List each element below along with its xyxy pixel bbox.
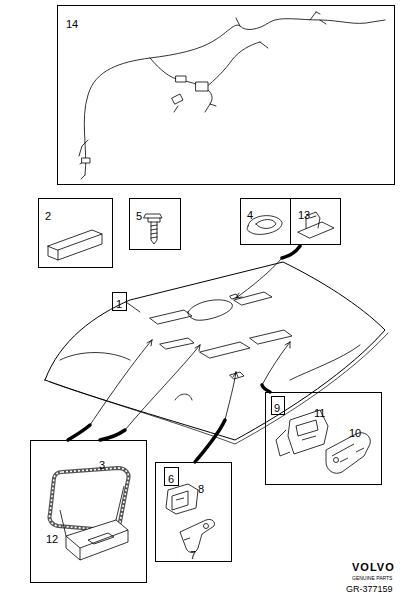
- harness-box: 14: [57, 5, 395, 185]
- callout-number: 4: [247, 209, 253, 221]
- text-holder: 1: [116, 294, 122, 312]
- drawing-number: GR-377159: [346, 584, 393, 594]
- text-holder: 7: [190, 545, 196, 563]
- text-holder: 14: [66, 14, 78, 32]
- text-holder: 2: [45, 206, 51, 224]
- part-box: 4: [240, 198, 291, 245]
- text-holder: 10: [349, 423, 361, 441]
- text-holder: 11: [314, 403, 325, 421]
- logo-text: VOLVO: [352, 561, 395, 573]
- callout-box: 1: [112, 292, 127, 311]
- part-box: 13: [290, 198, 341, 245]
- callout-number: 12: [46, 533, 58, 545]
- callout-number: 3: [99, 459, 105, 471]
- callout-number: 9: [274, 402, 280, 414]
- part-box: 3 12: [30, 440, 147, 583]
- callout-number: 14: [66, 18, 78, 30]
- callout-number: 11: [314, 407, 325, 419]
- callout-number: 10: [349, 427, 361, 439]
- callout-box: 9: [271, 396, 285, 415]
- text-holder: 5: [136, 206, 142, 224]
- text-holder: 9: [274, 398, 280, 416]
- text-holder: 4: [247, 205, 253, 223]
- callout-number: 5: [136, 210, 142, 222]
- callout-box: 6: [164, 467, 179, 486]
- logo-subtext: GENUINE PARTS: [352, 575, 392, 581]
- text-holder: 13: [298, 205, 310, 223]
- callout-number: 7: [190, 549, 196, 561]
- text-holder: 8: [198, 479, 204, 497]
- group-box: 8 7 6: [155, 462, 232, 562]
- callout-number: 2: [45, 210, 51, 222]
- callout-number: 13: [298, 209, 310, 221]
- part-box: 5: [129, 198, 181, 250]
- group-box: 11 10 9: [265, 392, 382, 485]
- text-holder: 6: [168, 469, 174, 487]
- callout-number: 1: [116, 298, 122, 310]
- text-holder: 3: [99, 455, 105, 473]
- text-holder: 12: [46, 529, 58, 547]
- callout-number: 8: [198, 483, 204, 495]
- part-box: 2: [38, 198, 113, 268]
- callout-number: 6: [168, 473, 174, 485]
